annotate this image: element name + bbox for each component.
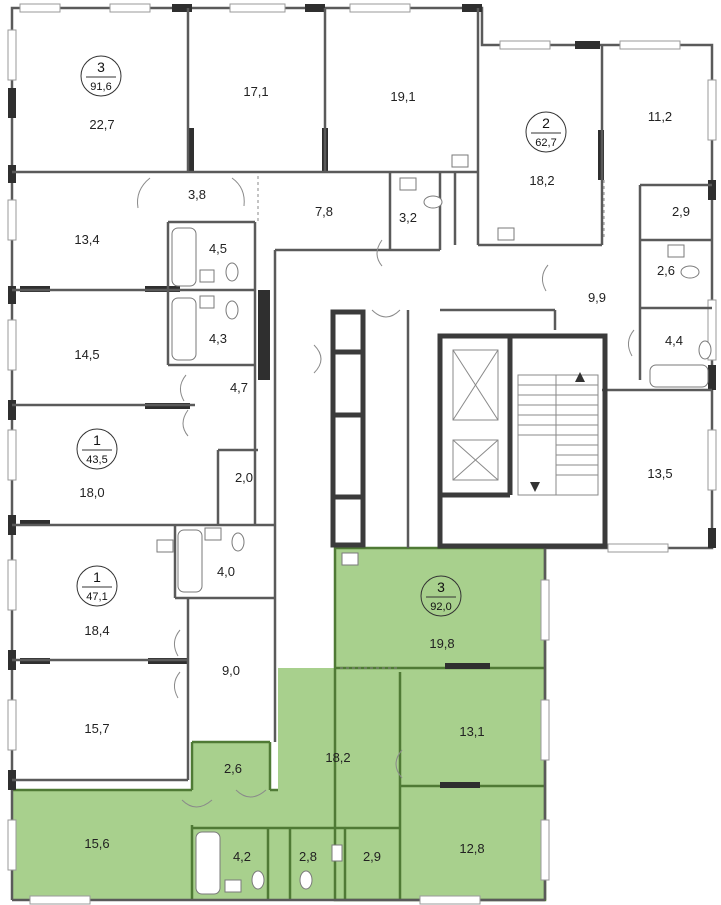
building-core (330, 309, 608, 549)
room-area-label: 3,8 (188, 187, 206, 202)
room-area-label: 2,6 (224, 761, 242, 776)
room-area-label: 4,7 (230, 380, 248, 395)
room-area-label: 18,0 (79, 485, 104, 500)
elevator-icon (452, 349, 499, 481)
apartment-badge: 3 92,0 (420, 575, 462, 617)
room-area-label: 4,3 (209, 331, 227, 346)
apartment-badge: 1 43,5 (76, 428, 118, 470)
room-area-label: 11,2 (648, 109, 672, 124)
room-area-label: 4,5 (209, 241, 227, 256)
apartment-badge: 2 62,7 (525, 111, 567, 153)
room-area-label: 3,2 (399, 210, 417, 225)
room-area-label: 14,5 (74, 347, 99, 362)
room-area-label: 13,5 (647, 466, 672, 481)
room-area-label: 18,4 (84, 623, 109, 638)
room-area-label: 9,0 (222, 663, 240, 678)
room-area-label: 17,1 (243, 84, 268, 99)
apartment-area: 92,0 (430, 601, 451, 613)
apartment-area: 91,6 (90, 81, 111, 93)
room-area-labels: 22,7 17,1 19,1 3,8 7,8 3,2 13,4 4,5 4,3 … (74, 84, 690, 864)
room-area-label: 4,4 (665, 333, 683, 348)
apartment-area: 43,5 (86, 454, 107, 466)
room-area-label: 19,8 (429, 636, 454, 651)
room-area-label: 2,9 (363, 849, 381, 864)
apartment-rooms: 3 (437, 579, 445, 595)
toilet-icon (225, 195, 712, 890)
highlighted-apartment[interactable] (12, 546, 547, 902)
apartment-badge: 1 47,1 (76, 565, 118, 607)
interior-walls (12, 8, 712, 782)
room-area-label: 7,8 (315, 204, 333, 219)
apartment-rooms: 1 (93, 432, 101, 448)
room-area-label: 18,2 (325, 750, 350, 765)
room-area-label: 4,2 (233, 849, 251, 864)
room-area-label: 9,9 (588, 290, 606, 305)
room-area-label: 13,4 (74, 232, 99, 247)
sink-icon (156, 154, 685, 893)
room-area-label: 18,2 (529, 173, 554, 188)
apartment-area: 62,7 (535, 137, 556, 149)
room-area-label: 2,8 (299, 849, 317, 864)
apartment-area: 47,1 (86, 591, 107, 603)
room-area-label: 15,6 (84, 836, 109, 851)
room-area-label: 2,9 (672, 204, 690, 219)
apartment-rooms: 3 (97, 59, 105, 75)
room-area-label: 2,0 (235, 470, 253, 485)
room-area-label: 19,1 (390, 89, 415, 104)
room-area-label: 13,1 (459, 724, 484, 739)
room-area-label: 4,0 (217, 564, 235, 579)
stairs-icon (517, 372, 599, 496)
room-area-label: 2,6 (657, 263, 675, 278)
room-area-label: 22,7 (89, 117, 114, 132)
room-area-label: 15,7 (84, 721, 109, 736)
apartment-rooms: 1 (93, 569, 101, 585)
room-area-label: 12,8 (459, 841, 484, 856)
apartment-rooms: 2 (542, 115, 550, 131)
door-swings (137, 176, 635, 808)
bathtub-icon (171, 227, 709, 895)
apartment-badge: 3 91,6 (80, 55, 122, 97)
